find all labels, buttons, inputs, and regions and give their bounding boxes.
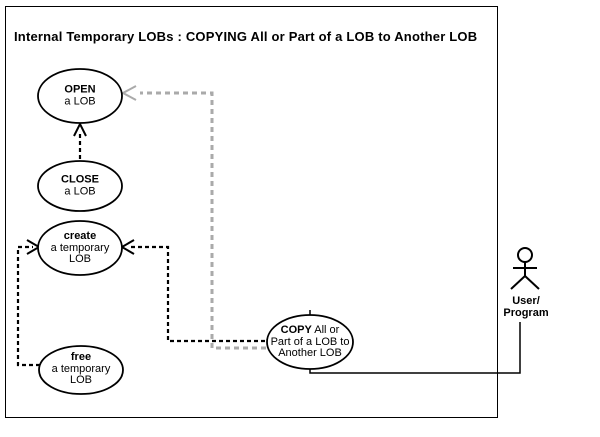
free-temporary-lob-ellipse [38,345,124,395]
free-label-line1: free [70,350,92,363]
actor-label-line1: User/ [512,295,540,307]
copy-to-open-connector [140,91,266,350]
close-lob-label-line2: a LOB [64,185,96,197]
copy-to-open-arrowhead-icon [120,85,137,101]
close-lob-label-line1: CLOSE [61,173,99,186]
open-lob-label-line2: a LOB [64,95,96,107]
system-boundary-box [5,6,498,418]
close-lob-ellipse [37,160,123,212]
copy-label-line3: Another LOB [278,346,342,359]
copy-to-create-connector [128,245,265,343]
actor-label-line2: Program [503,306,549,319]
copy-lob-label: COPY All or Part of a LOB to Another LOB [270,323,350,360]
free-temporary-lob-label: free a temporary LOB [51,350,111,387]
free-label-line2: a temporary [51,362,111,375]
actor-label: User/ Program [503,295,549,319]
free-label-line3: LOB [69,373,93,386]
actor-left-leg-icon [510,275,526,290]
copy-label-line1: COPY All or [280,323,340,337]
copy-label-line1-bold: COPY [280,323,312,336]
diagram-title: Internal Temporary LOBs : COPYING All or… [14,29,478,44]
create-label-line1: create [63,229,97,242]
create-temporary-lob-label: create a temporary LOB [50,229,110,266]
copy-lob-ellipse [266,314,354,370]
create-label-line3: LOB [68,252,92,265]
actor-figure [510,247,540,290]
open-lob-label-line1: OPEN [64,83,96,96]
actor-association-line [309,322,521,374]
actor-head-icon [517,247,533,263]
copy-label-line1-rest: All or [311,323,340,336]
close-lob-label: CLOSE a LOB [61,173,99,198]
create-temporary-lob-ellipse [37,220,123,276]
actor-right-leg-icon [524,275,540,290]
open-lob-ellipse [37,68,123,124]
free-to-create-connector [16,245,40,367]
copy-label-line2: Part of a LOB to [270,335,350,348]
create-label-line2: a temporary [50,241,110,254]
open-lob-label: OPEN a LOB [64,83,96,108]
close-to-open-arrowhead-icon [73,121,87,137]
